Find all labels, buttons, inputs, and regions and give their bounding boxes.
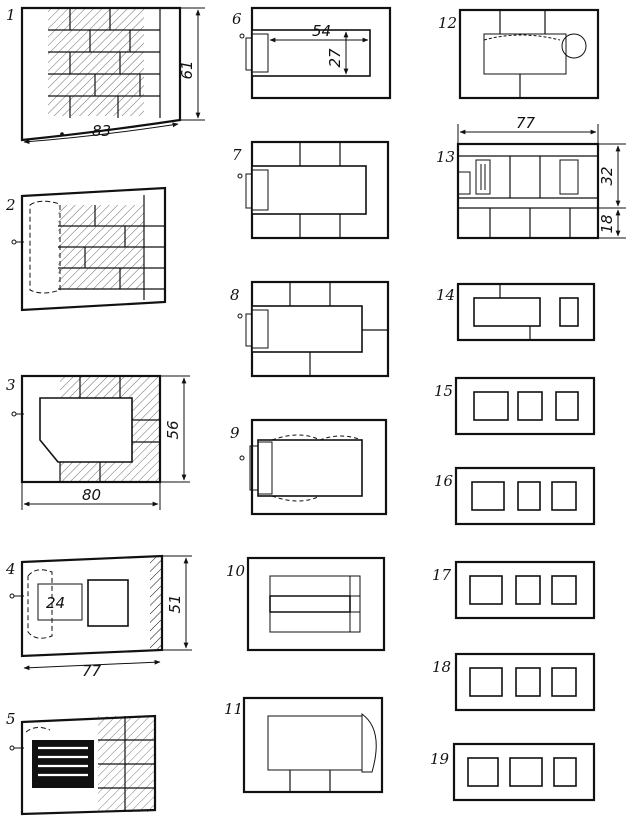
- layer-16: 16: [434, 466, 596, 526]
- layer-3: 3 56 80: [6, 374, 190, 510]
- layer-7-label: 7: [232, 146, 242, 164]
- layer-9: 9: [230, 418, 388, 516]
- layer-15-label: 15: [434, 382, 453, 400]
- layer-14-label: 14: [436, 286, 455, 304]
- layer-6-label: 6: [232, 10, 242, 28]
- layer-4: 24 4 51 77: [5, 554, 192, 680]
- layer-4-height-dim: 51: [166, 594, 184, 613]
- layer-3-width-dim: 80: [82, 486, 101, 504]
- layer-3-height-dim: 56: [164, 420, 182, 439]
- layer-15: 15: [434, 376, 596, 436]
- layer-19: 19: [430, 742, 596, 802]
- layer-10: 10: [226, 556, 386, 652]
- layer-13-base-dim: 18: [598, 214, 616, 233]
- layer-17: 17: [432, 560, 596, 620]
- layer-13: 77 32 18 13: [436, 114, 626, 240]
- layer-6-width-dim: 27: [326, 48, 344, 68]
- layer-6: 54 27 6: [232, 6, 392, 100]
- layer-17-label: 17: [432, 566, 452, 584]
- layer-8-label: 8: [230, 286, 240, 304]
- layer-18-label: 18: [432, 658, 451, 676]
- layer-2: 2: [5, 186, 167, 312]
- layer-1: 1 61 83: [6, 6, 205, 144]
- layer-11-label: 11: [224, 700, 243, 718]
- layer-4-inner-dim: 24: [46, 594, 65, 612]
- layer-1-height-dim: 61: [178, 60, 196, 79]
- layer-2-label: 2: [5, 196, 16, 214]
- layer-14: 14: [436, 282, 596, 342]
- layer-3-label: 3: [6, 376, 16, 394]
- layer-11: 11: [224, 696, 384, 794]
- layer-5-label: 5: [6, 710, 16, 728]
- layer-6-length-dim: 54: [312, 22, 331, 40]
- layer-1-width-dim: 83: [92, 122, 111, 140]
- layer-9-label: 9: [230, 424, 240, 442]
- layer-19-label: 19: [430, 750, 450, 768]
- layer-4-width-dim: 77: [82, 662, 102, 680]
- layer-4-label: 4: [5, 560, 16, 578]
- layer-10-label: 10: [226, 562, 246, 580]
- layer-18: 18: [432, 652, 596, 712]
- layer-5: 5: [6, 710, 157, 816]
- layer-12: 12: [438, 8, 600, 100]
- layer-13-width-dim: 77: [516, 114, 536, 132]
- layer-13-label: 13: [436, 148, 455, 166]
- layer-7: 7: [232, 140, 390, 240]
- layer-8: 8: [230, 280, 390, 378]
- layer-13-height-dim: 32: [598, 166, 616, 185]
- layer-1-label: 1: [6, 6, 16, 24]
- layer-16-label: 16: [434, 472, 454, 490]
- layer-12-label: 12: [438, 14, 457, 32]
